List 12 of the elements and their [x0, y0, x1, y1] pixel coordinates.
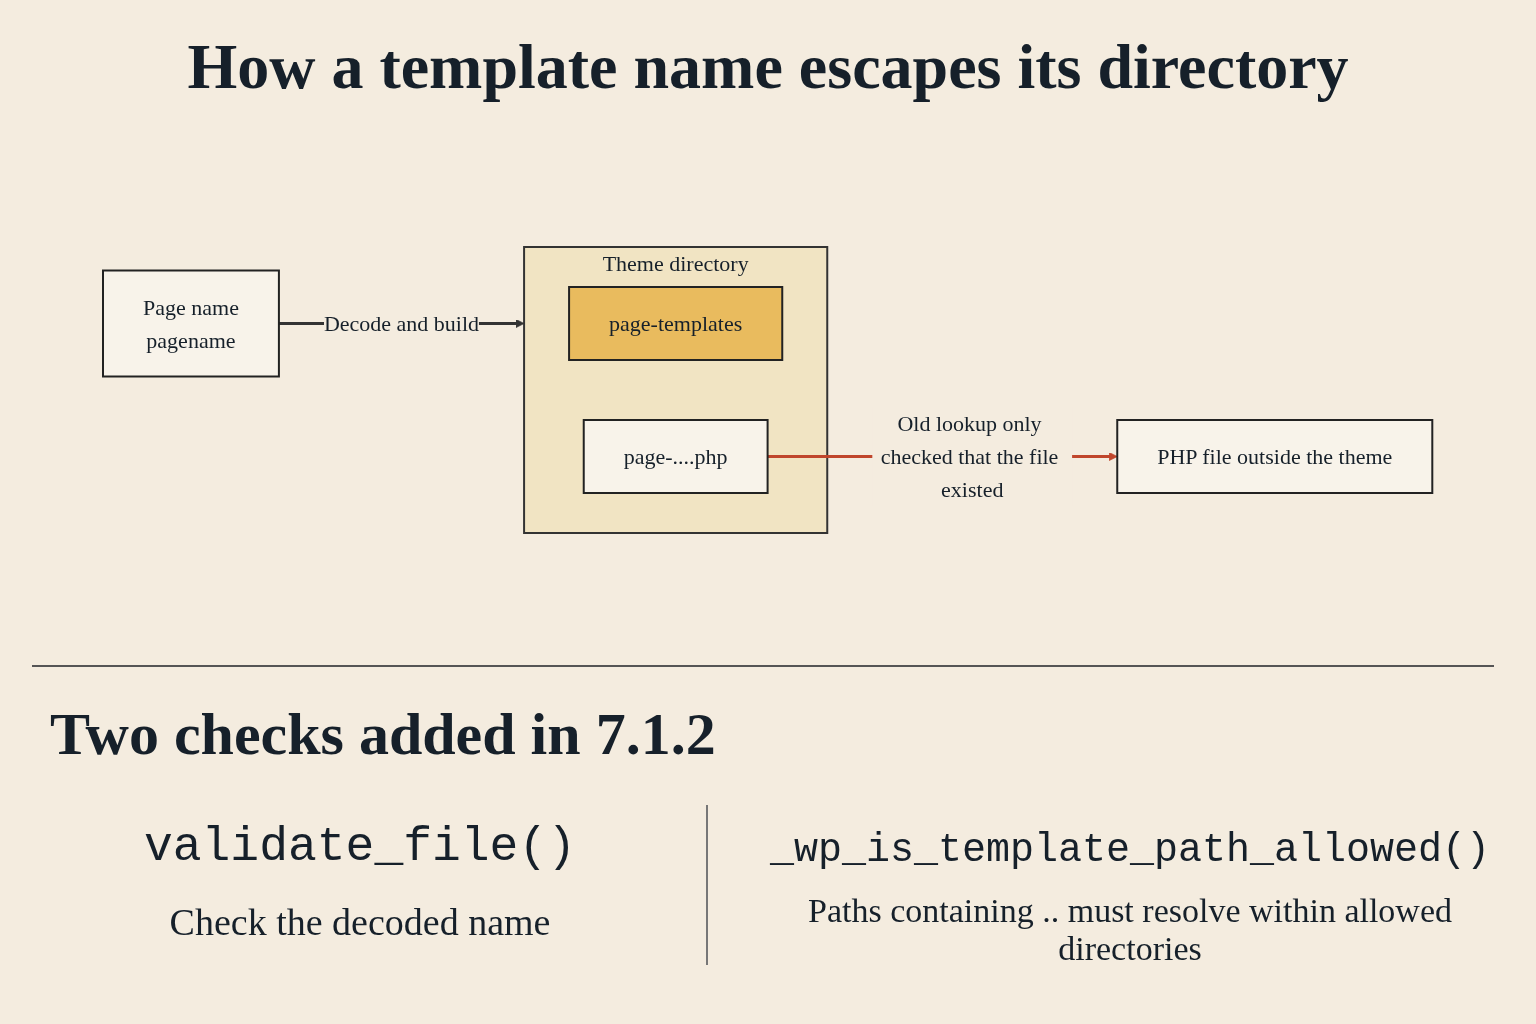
section-heading: Two checks added in 7.1.2: [50, 700, 717, 769]
function-name: _wp_is_template_path_allowed(): [768, 828, 1492, 873]
title: How a template name escapes its directory: [186, 30, 1350, 104]
node-box: page-templates: [568, 286, 784, 361]
node-box: Page name pagename: [102, 269, 281, 378]
description: Paths containing .. must resolve within allowed directories: [807, 892, 1453, 968]
edge-label: Decode and build: [324, 311, 480, 336]
edge-label: Old lookup only checked that the file existed: [880, 411, 1059, 502]
node-box: PHP file outside the theme: [1116, 419, 1434, 494]
description: Check the decoded name: [168, 900, 552, 944]
function-name: validate_file(): [142, 820, 578, 874]
node-box: page-....php: [583, 419, 769, 494]
